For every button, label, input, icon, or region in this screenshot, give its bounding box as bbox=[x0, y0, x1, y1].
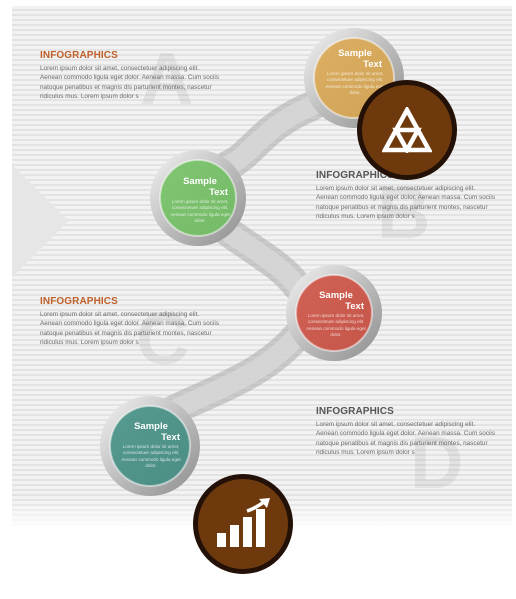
circle-c bbox=[286, 265, 382, 361]
text-block-c: INFOGRAPHICS Lorem ipsum dolor sit amet,… bbox=[40, 296, 222, 348]
circle-d-sample: Sample bbox=[134, 421, 168, 432]
circle-d-body: Lorem ipsum dolor sit amet, consectetuer… bbox=[121, 444, 181, 468]
circle-c-label: Sample Text Lorem ipsum dolor sit amet, … bbox=[306, 290, 366, 338]
circle-a-label: Sample Text Lorem ipsum dolor sit amet, … bbox=[324, 48, 386, 96]
circle-c-sample: Sample bbox=[319, 290, 353, 301]
circle-d-label: Sample Text Lorem ipsum dolor sit amet, … bbox=[120, 421, 182, 469]
block-a-body: Lorem ipsum dolor sit amet, consectetuer… bbox=[40, 65, 220, 101]
section-letter-d: D bbox=[410, 421, 464, 504]
circle-c-body: Lorem ipsum dolor sit amet, consectetuer… bbox=[306, 313, 366, 337]
section-letter-a: A bbox=[140, 37, 194, 120]
circle-d-text: Text bbox=[161, 432, 180, 443]
growth-badge bbox=[193, 474, 293, 574]
circle-b-text: Text bbox=[209, 187, 228, 198]
section-letter-c: C bbox=[136, 297, 190, 380]
block-c-body: Lorem ipsum dolor sit amet, consectetuer… bbox=[40, 311, 220, 347]
block-c-title: INFOGRAPHICS bbox=[40, 296, 118, 307]
circle-c-text: Text bbox=[345, 301, 364, 312]
triangle-triforce-icon bbox=[382, 107, 432, 153]
circle-a-sample: Sample bbox=[338, 48, 372, 59]
block-a-title: INFOGRAPHICS bbox=[40, 50, 118, 61]
section-letter-b: B bbox=[377, 171, 431, 254]
text-block-a: INFOGRAPHICS Lorem ipsum dolor sit amet,… bbox=[40, 50, 222, 102]
circle-a-body: Lorem ipsum dolor sit amet, consectetuer… bbox=[325, 71, 385, 95]
block-d-title: INFOGRAPHICS bbox=[316, 406, 394, 417]
circle-b-body: Lorem ipsum dolor sit amet, consectetuer… bbox=[170, 199, 230, 223]
infographic-poster: A B C D bbox=[12, 6, 512, 528]
block-d-body: Lorem ipsum dolor sit amet, consectetuer… bbox=[316, 421, 496, 457]
circle-b-label: Sample Text Lorem ipsum dolor sit amet, … bbox=[170, 176, 230, 224]
text-block-b: INFOGRAPHICS Lorem ipsum dolor sit amet,… bbox=[316, 170, 498, 222]
circle-b-sample: Sample bbox=[183, 176, 217, 187]
circle-b bbox=[150, 150, 246, 246]
triangle-badge bbox=[357, 80, 457, 180]
text-block-d: INFOGRAPHICS Lorem ipsum dolor sit amet,… bbox=[316, 406, 498, 458]
block-b-title: INFOGRAPHICS bbox=[316, 170, 394, 181]
block-b-body: Lorem ipsum dolor sit amet, consectetuer… bbox=[316, 185, 496, 221]
growth-chart-icon bbox=[217, 498, 270, 547]
circle-d bbox=[100, 396, 200, 496]
circle-a-text: Text bbox=[363, 59, 382, 70]
chain-graphic bbox=[100, 28, 404, 496]
